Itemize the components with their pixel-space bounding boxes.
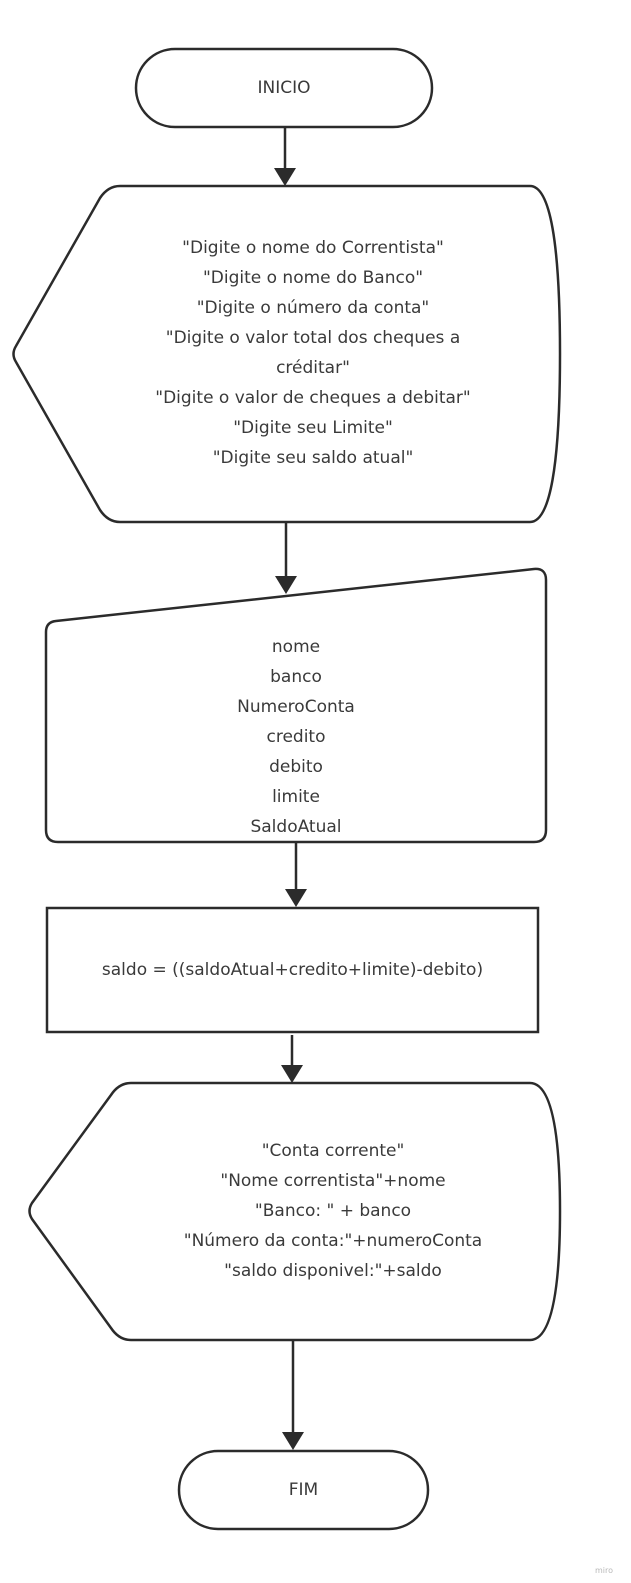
output-block-text: "Conta corrente" "Nome correntista"+nome…: [120, 1136, 546, 1286]
arrowhead-output-to-end: [282, 1432, 304, 1450]
input-line-nome: nome: [271, 637, 321, 657]
output-line-4: "Número da conta:"+numeroConta: [183, 1231, 483, 1251]
end-label: FIM: [179, 1475, 428, 1505]
arrowhead-prompt-to-input: [275, 576, 297, 594]
prompt-line-8: "Digite seu saldo atual": [212, 448, 414, 468]
output-line-1: "Conta corrente": [261, 1141, 405, 1161]
end-terminator-shape[interactable]: [177, 1449, 430, 1531]
input-block-text: nome banco NumeroConta credito debito li…: [60, 632, 532, 832]
prompt-line-3: "Digite o número da conta": [196, 298, 430, 318]
process-rectangle-shape[interactable]: [45, 906, 540, 1034]
input-line-credito: credito: [266, 727, 326, 747]
input-line-limite: limite: [272, 787, 320, 807]
prompt-line-6: "Digite o valor de cheques a debitar": [155, 388, 471, 408]
arrowhead-input-to-process: [285, 889, 307, 907]
output-display-shape[interactable]: [28, 1081, 562, 1342]
output-line-5: "saldo disponivel:"+saldo: [224, 1261, 442, 1281]
prompt-block-text: "Digite o nome do Correntista" "Digite o…: [110, 233, 516, 473]
process-formula: saldo = ((saldoAtual+credito+limite)-deb…: [101, 960, 484, 980]
miro-watermark: miro: [594, 1566, 613, 1575]
prompt-line-5: créditar": [276, 358, 350, 378]
output-line-3: "Banco: " + banco: [254, 1201, 412, 1221]
prompt-line-7: "Digite seu Limite": [233, 418, 393, 438]
arrowhead-process-to-output: [281, 1065, 303, 1083]
end-label-text: FIM: [288, 1480, 319, 1500]
input-line-numero-conta: NumeroConta: [237, 697, 355, 717]
start-label: INICIO: [136, 73, 432, 103]
output-line-2: "Nome correntista"+nome: [220, 1171, 446, 1191]
prompt-display-shape[interactable]: [12, 184, 562, 524]
prompt-line-4: "Digite o valor total dos cheques a: [165, 328, 461, 348]
input-line-banco: banco: [270, 667, 322, 687]
start-label-text: INICIO: [257, 78, 311, 98]
arrowhead-start-to-prompt: [274, 168, 296, 186]
prompt-line-2: "Digite o nome do Banco": [202, 268, 424, 288]
process-block-text: saldo = ((saldoAtual+credito+limite)-deb…: [47, 955, 538, 985]
input-line-debito: debito: [269, 757, 323, 777]
input-line-saldo-atual: SaldoAtual: [250, 817, 342, 832]
prompt-line-1: "Digite o nome do Correntista": [182, 238, 444, 258]
input-manual-shape[interactable]: [44, 567, 548, 844]
